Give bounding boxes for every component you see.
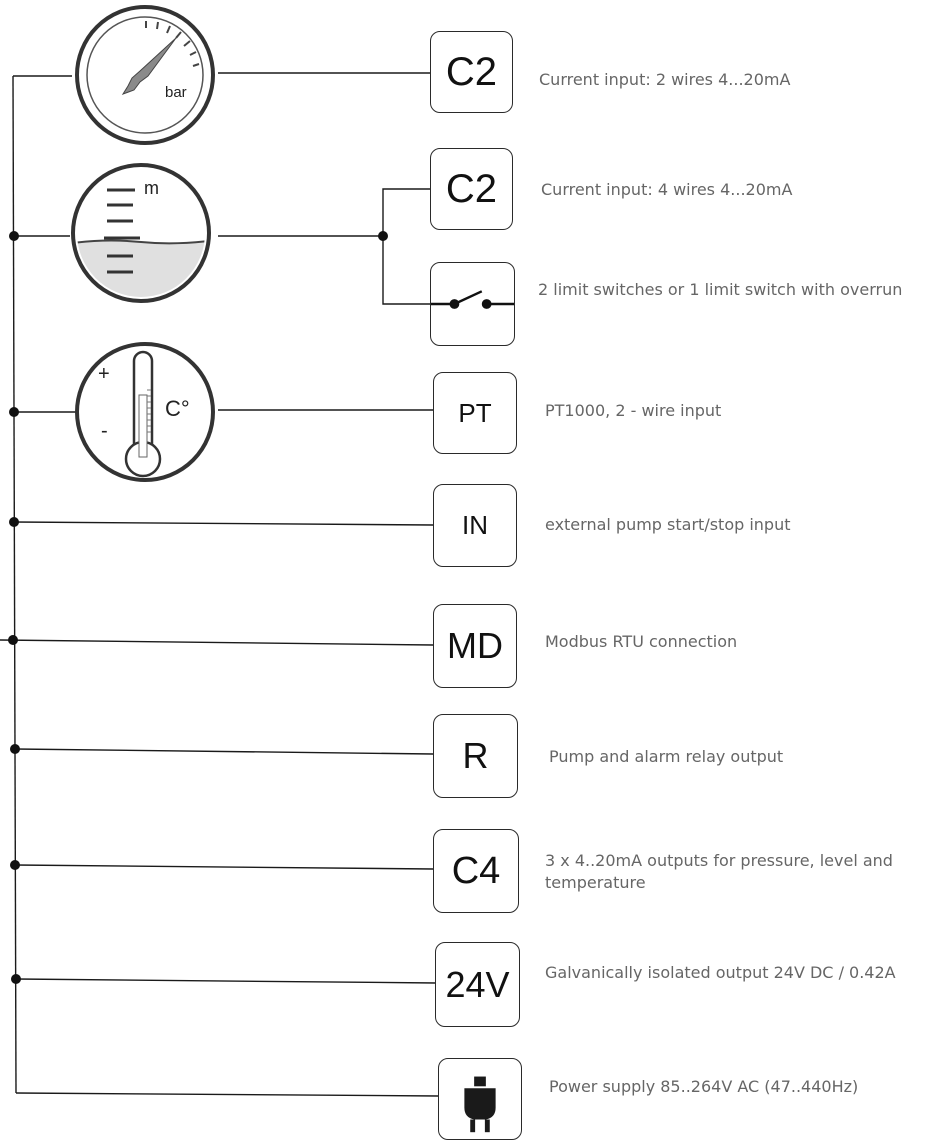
wire-r: [14, 748, 434, 755]
power-plug-icon: [464, 1076, 496, 1133]
module-in: IN: [433, 484, 517, 567]
description-c4: 3 x 4..20mA outputs for pressure, level …: [545, 851, 893, 892]
module-c4: C4: [433, 829, 519, 913]
junction-dot: [9, 407, 19, 417]
description-limit-switch: 2 limit switches or 1 limit switch with …: [538, 280, 903, 299]
module-c2-2wire: C2: [430, 31, 513, 113]
description-24v: Galvanically isolated output 24V DC / 0.…: [545, 963, 896, 982]
thermometer-icon: + - C°: [75, 342, 215, 482]
junction-dot: [10, 860, 20, 870]
module-code: R: [462, 735, 489, 776]
module-r: R: [433, 714, 518, 798]
module-pt: PT: [433, 372, 517, 454]
module-code: C2: [445, 166, 498, 211]
module-c2-4wire: C2: [430, 148, 513, 230]
description-in: external pump start/stop input: [545, 515, 791, 534]
module-md: MD: [433, 604, 517, 688]
junction-dot: [10, 744, 20, 754]
junction-dot: [11, 974, 21, 984]
junction-dot: [9, 517, 19, 527]
junction-dot: [9, 231, 19, 241]
level-gauge-icon: m: [71, 163, 211, 303]
pressure-unit: bar: [165, 84, 187, 101]
junction-dot: [8, 635, 18, 645]
module-code: IN: [462, 510, 488, 540]
module-code: C4: [451, 849, 501, 892]
main-bus-line: [12, 75, 17, 1094]
temperature-unit: C°: [165, 396, 190, 421]
switch-icon: [431, 290, 514, 309]
module-limit-switch: [430, 262, 515, 346]
module-code: C2: [445, 49, 498, 94]
module-24v: 24V: [435, 942, 520, 1027]
module-code: MD: [447, 625, 503, 666]
wire-24v: [15, 978, 437, 984]
description-pt: PT1000, 2 - wire input: [545, 401, 722, 420]
wire-power: [15, 1092, 439, 1097]
pressure-gauge-icon: bar: [75, 5, 215, 145]
temperature-plus: +: [98, 363, 110, 385]
description-c2-2wire: Current input: 2 wires 4...20mA: [539, 70, 791, 89]
description-md: Modbus RTU connection: [545, 632, 738, 651]
module-code: 24V: [445, 963, 510, 1005]
description-power: Power supply 85..264V AC (47..440Hz): [549, 1077, 859, 1096]
description-c2-4wire: Current input: 4 wires 4...20mA: [541, 180, 793, 199]
module-power: [438, 1058, 522, 1140]
description-r: Pump and alarm relay output: [549, 747, 784, 766]
level-unit: m: [144, 178, 159, 198]
wire-md: [0, 639, 434, 646]
wire-c4: [14, 864, 434, 870]
wire-level-split: [382, 188, 430, 305]
module-code: PT: [458, 397, 492, 428]
wire-in: [13, 521, 434, 526]
junction-dot: [378, 231, 388, 241]
temperature-minus: -: [101, 420, 108, 442]
